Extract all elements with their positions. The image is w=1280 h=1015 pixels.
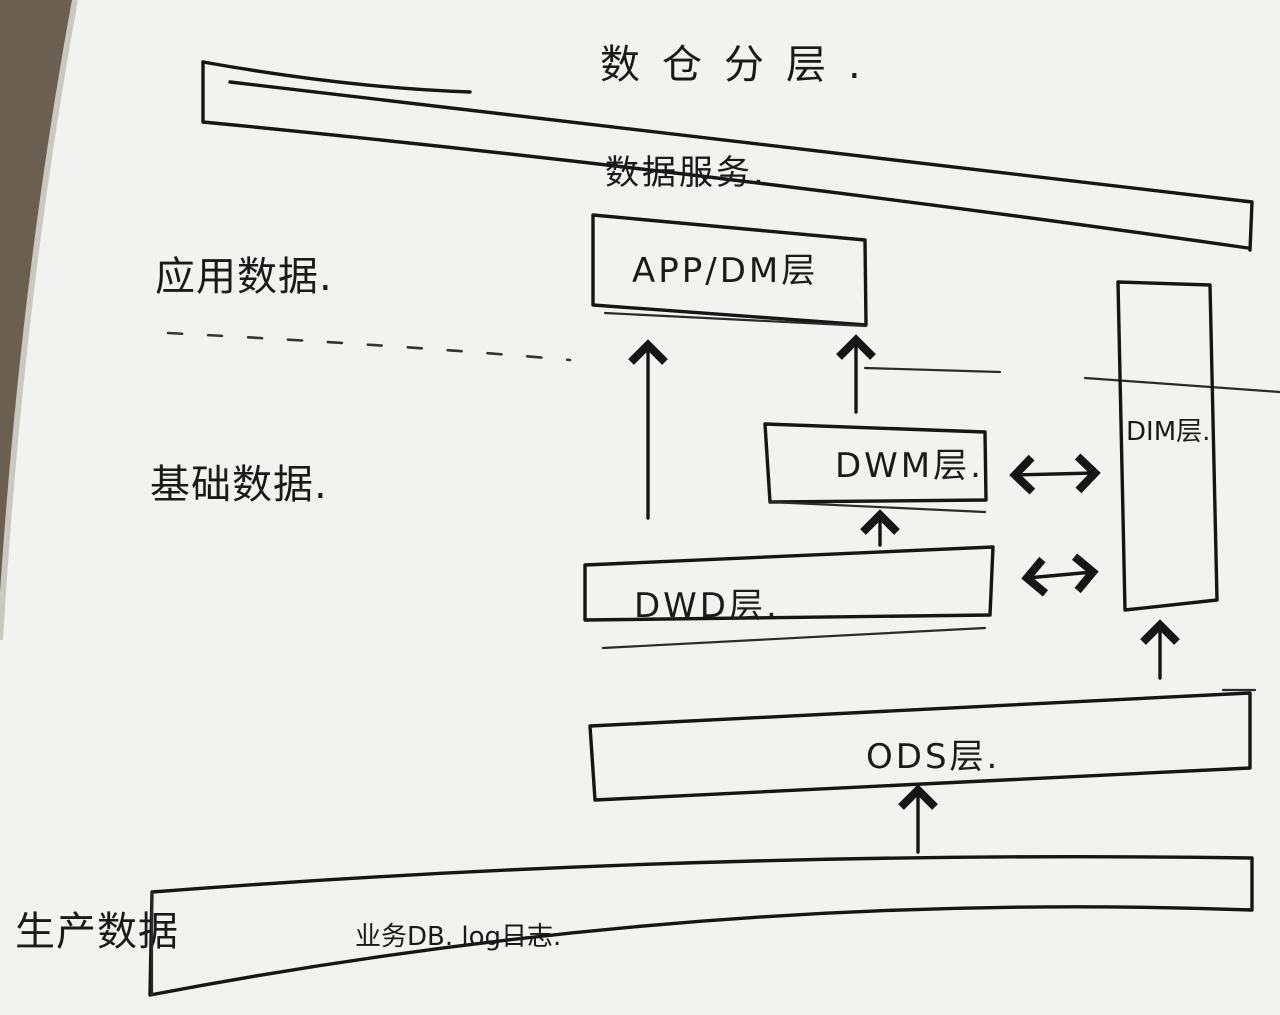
application-data-label: 应用数据. [155, 254, 333, 300]
dim-layer: DIM层. [1116, 280, 1219, 612]
base-data-label: 基础数据. [150, 462, 328, 508]
dwd-label: DWD层. [634, 586, 780, 626]
paper-shadow-edge [0, 0, 78, 641]
source-label: 业务DB. log日志. [355, 922, 561, 952]
arrow-dwd-dim-bidirectional [1021, 553, 1099, 597]
dwm-label: DWM层. [835, 446, 984, 486]
data-service-layer: 数据服务. [201, 60, 1254, 252]
source-data-layer: 业务DB. log日志. [148, 855, 1254, 997]
dwm-layer: DWM层. [763, 422, 988, 514]
arrow-dwm-dim-bidirectional [1009, 453, 1101, 495]
diagram-title: 数仓分层. [600, 42, 883, 88]
ods-layer: ODS层. [588, 688, 1257, 802]
source-data-label: 生产数据 [15, 909, 179, 955]
app-dm-layer: APP/DM层 [591, 213, 868, 328]
dim-label: DIM层. [1126, 417, 1210, 447]
data-service-label: 数据服务. [605, 153, 767, 193]
ods-label: ODS层. [866, 737, 1000, 777]
separator-right [863, 366, 1280, 394]
dwd-layer: DWD层. [583, 545, 995, 650]
app-dm-label: APP/DM层 [632, 251, 818, 291]
